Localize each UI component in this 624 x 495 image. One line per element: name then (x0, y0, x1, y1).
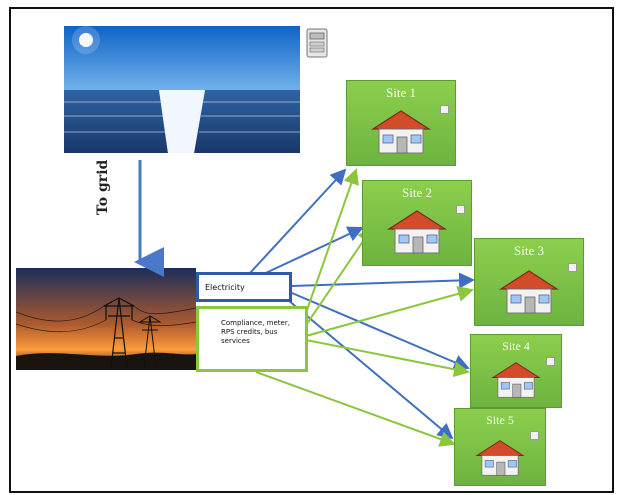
site-2-card: Site 2 (362, 180, 472, 266)
house-icon (475, 440, 525, 476)
site-2-marker-icon (456, 205, 465, 214)
site-3-label: Site 3 (514, 243, 544, 258)
meter-icon (306, 28, 328, 58)
site-1-label: Site 1 (386, 85, 416, 100)
power-grid-image (16, 268, 196, 370)
solar-farm-image (64, 26, 300, 153)
house-icon (370, 110, 432, 154)
site-3-marker-icon (568, 263, 577, 272)
house-icon (491, 362, 541, 398)
site-4-card: Site 4 (470, 334, 562, 408)
compliance-box: Compliance, meter, RPS credits, bus serv… (196, 306, 308, 372)
site-2-label: Site 2 (402, 185, 432, 200)
electricity-label: Electricity (205, 283, 245, 292)
site-5-label: Site 5 (486, 413, 514, 427)
site-5-marker-icon (530, 431, 539, 440)
compliance-label: Compliance, meter, RPS credits, bus serv… (221, 319, 290, 345)
site-5-card: Site 5 (454, 408, 546, 486)
site-4-label: Site 4 (502, 339, 530, 353)
site-4-marker-icon (546, 357, 555, 366)
house-icon (498, 270, 560, 314)
site-3-card: Site 3 (474, 238, 584, 326)
site-1-card: Site 1 (346, 80, 456, 166)
site-1-marker-icon (440, 105, 449, 114)
to-grid-label: To grid (95, 159, 111, 215)
electricity-box: Electricity (196, 272, 292, 302)
house-icon (386, 210, 448, 254)
